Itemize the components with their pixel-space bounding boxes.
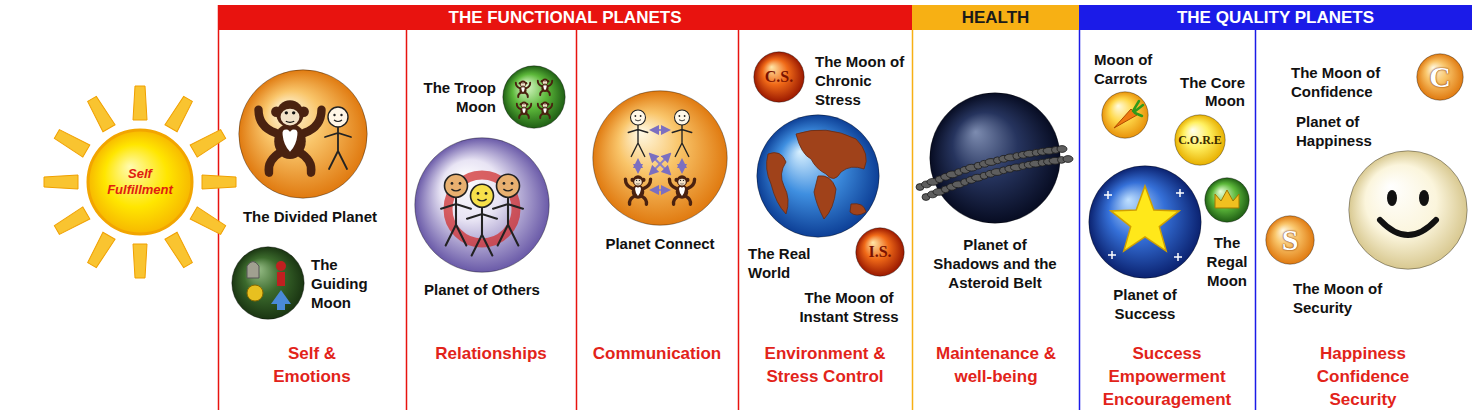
planet-label: The Moon of Chronic Stress: [815, 52, 909, 109]
planet-label: The Core Moon: [1163, 74, 1245, 110]
moon-initials: C.S.: [753, 51, 805, 103]
sun-rays: [44, 86, 236, 278]
planet-label: The Troop Moon: [411, 78, 496, 116]
planet-label: The Moon of Security: [1293, 279, 1387, 317]
column-title: Relationships: [416, 342, 566, 365]
planet-label: Planet of Others: [407, 280, 557, 299]
planet: Planet Connect: [592, 90, 728, 226]
moon-initials: S: [1265, 215, 1315, 265]
planet-label: Moon of Carrots: [1094, 50, 1162, 88]
planet-label: Planet of Shadows and the Asteroid Belt: [931, 235, 1059, 292]
planet-art: [1348, 150, 1468, 270]
moon-initials: C: [1416, 53, 1464, 101]
planet-label: The Guiding Moon: [311, 255, 379, 312]
column-title: Success Empowerment Encouragement: [1085, 342, 1250, 411]
header-text: THE QUALITY PLANETS: [1079, 5, 1472, 30]
planet-art: [414, 137, 550, 273]
header-band: THE QUALITY PLANETS: [1079, 5, 1472, 30]
planet-label: Planet of Happiness: [1296, 112, 1380, 150]
column-title: Maintenance & well-being: [921, 342, 1071, 388]
column-title: Happiness Confidence Security: [1298, 342, 1428, 411]
planet-art: [238, 69, 368, 199]
header-band: HEALTH: [912, 5, 1079, 30]
planet-label: Planet of Success: [1100, 285, 1190, 323]
planet-label: The Moon of Confidence: [1291, 63, 1385, 101]
moon-initials: C.O.R.E: [1174, 114, 1226, 166]
planet: Planet of Success: [1088, 165, 1202, 279]
planet-art: [1204, 177, 1250, 223]
planet-art: [1101, 91, 1149, 139]
planet: The Divided Planet: [238, 69, 368, 199]
planet-label: The Divided Planet: [235, 207, 385, 226]
header-text: THE FUNCTIONAL PLANETS: [218, 5, 912, 30]
header-band: THE FUNCTIONAL PLANETS: [218, 5, 912, 30]
planet-label: Planet Connect: [590, 234, 730, 253]
planet: Planet of Shadows and the Asteroid Belt: [929, 92, 1061, 224]
moon: The Regal Moon: [1204, 177, 1250, 223]
planet: Planet of Others: [414, 137, 550, 273]
column-title: Environment & Stress Control: [745, 342, 905, 388]
header-text: HEALTH: [912, 5, 1079, 30]
column-dividers: [219, 5, 1256, 410]
planet-label: The Real World: [748, 244, 820, 282]
moon: Moon of Carrots: [1101, 91, 1149, 139]
planet-art: [929, 92, 1061, 224]
planet-art: [592, 90, 728, 226]
moon: The Moon of ConfidenceC: [1416, 53, 1464, 101]
planet-label: The Moon of Instant Stress: [784, 288, 914, 326]
planet: The Real World: [756, 114, 880, 238]
planet-art: [502, 65, 566, 129]
sun-text: Self Fulfillment: [86, 128, 194, 236]
moon: The Core MoonC.O.R.E: [1174, 114, 1226, 166]
planet-label: The Regal Moon: [1197, 233, 1257, 290]
column-title: Communication: [582, 342, 732, 365]
planet: Planet of Happiness: [1348, 150, 1468, 270]
planet-art: [756, 114, 880, 238]
sun-node: Self Fulfillment: [86, 128, 194, 236]
planet-art: [1088, 165, 1202, 279]
moon-initials: I.S.: [855, 227, 905, 277]
moon: The Guiding Moon: [231, 246, 305, 320]
moon: The Moon of SecurityS: [1265, 215, 1315, 265]
planet-art: [231, 246, 305, 320]
column-title: Self & Emotions: [257, 342, 367, 388]
moon: The Troop Moon: [502, 65, 566, 129]
moon: The Moon of Instant StressI.S.: [855, 227, 905, 277]
moon: The Moon of Chronic StressC.S.: [753, 51, 805, 103]
